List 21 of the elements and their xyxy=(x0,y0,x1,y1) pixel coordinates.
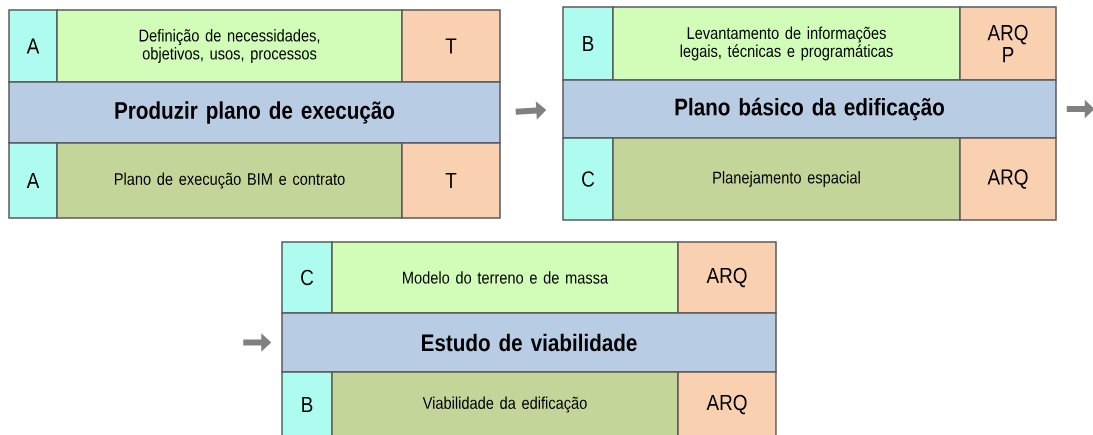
stage-band: Plano básico da edificação xyxy=(562,79,1057,139)
output-cell: Plano de execução BIM e contrato xyxy=(56,142,403,219)
role-cell: ARQ P xyxy=(959,6,1057,81)
stage-band: Produzir plano de execução xyxy=(8,81,501,144)
task-cell: Levantamento de informações legais, técnicas e programáticas xyxy=(612,6,961,81)
role-cell: ARQ xyxy=(677,241,777,314)
output-cell: Planejamento espacial xyxy=(612,137,961,221)
role-cell: ARQ xyxy=(677,371,777,435)
code-cell: C xyxy=(562,137,614,221)
role-cell: T xyxy=(401,142,501,219)
task-cell: Modelo do terreno e de massa xyxy=(331,241,679,314)
code-cell: C xyxy=(281,241,333,314)
code-cell: A xyxy=(8,142,58,219)
code-cell: B xyxy=(281,371,333,435)
code-cell: A xyxy=(8,9,58,83)
code-cell: B xyxy=(562,6,614,81)
task-cell: Definição de necessidades, objetivos, usos, processos xyxy=(56,9,403,83)
output-cell: Viabilidade da edificação xyxy=(331,371,679,435)
stage-band: Estudo de viabilidade xyxy=(281,312,777,373)
role-cell: ARQ xyxy=(959,137,1057,221)
role-cell: T xyxy=(401,9,501,83)
